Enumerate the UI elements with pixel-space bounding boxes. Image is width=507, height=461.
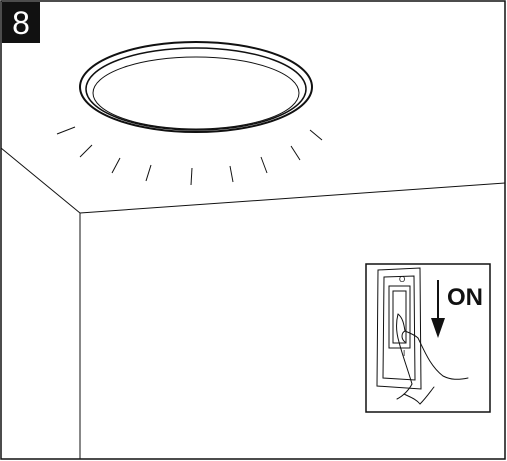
on-instruction-label: ON <box>447 284 483 311</box>
ceiling-left-edge <box>0 147 81 214</box>
step-number-badge: 8 <box>2 2 40 43</box>
on-marker: I <box>403 349 405 358</box>
light-rays <box>56 126 323 186</box>
switch-inset: O I <box>365 263 491 413</box>
room-edges <box>0 147 506 459</box>
switch-inset-frame <box>365 263 491 413</box>
arrow-down-icon <box>431 280 445 338</box>
off-marker: O <box>399 275 405 284</box>
step-number: 8 <box>12 4 30 41</box>
hand-icon <box>396 313 469 405</box>
ceiling-light-icon <box>79 41 313 133</box>
ceiling-back-edge <box>79 182 506 214</box>
